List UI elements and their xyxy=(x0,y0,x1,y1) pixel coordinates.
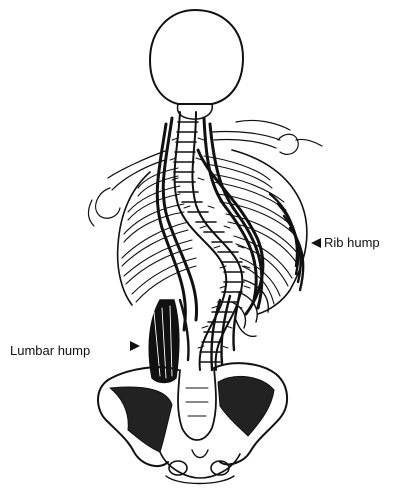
lumbar-hump-arrow xyxy=(130,341,140,351)
lumbar-hump-muscles xyxy=(149,300,188,383)
lumbar-hump-label: Lumbar hump xyxy=(10,344,90,357)
rib-hump-label: Rib hump xyxy=(324,236,380,249)
paraspinal-muscles xyxy=(157,118,263,330)
spine-column xyxy=(170,112,250,370)
right-shoulder-bones xyxy=(212,120,322,154)
pelvis xyxy=(98,363,287,483)
rib-hump-arrow xyxy=(311,238,321,248)
head-outline xyxy=(150,10,243,119)
